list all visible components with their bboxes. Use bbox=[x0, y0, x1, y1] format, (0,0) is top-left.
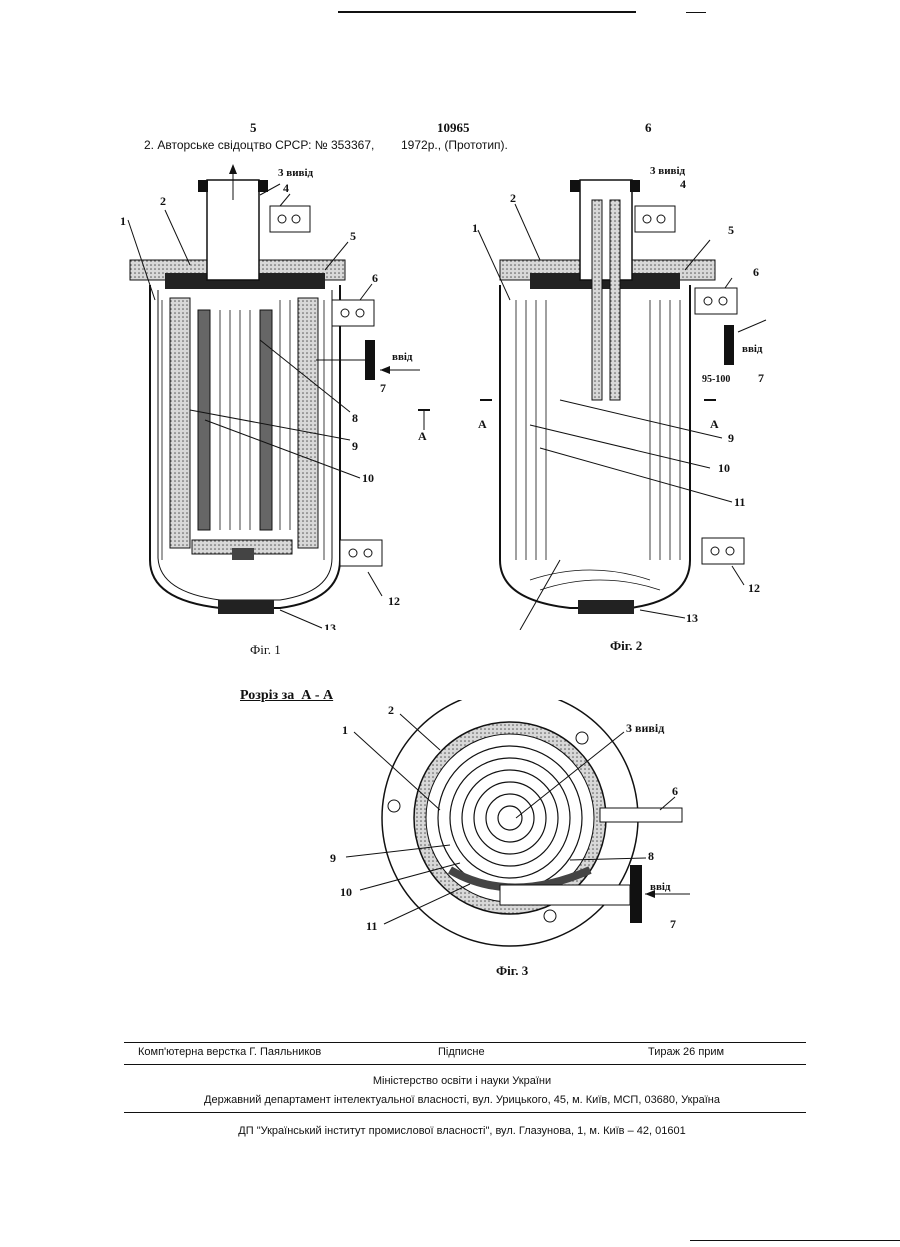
top-rule bbox=[338, 11, 636, 13]
fig2-label: 1 bbox=[472, 221, 478, 235]
fig2-label: ввід bbox=[742, 343, 763, 355]
footer-ministry: Міністерство освіти і науки України bbox=[0, 1075, 900, 1087]
fig2-label: 9 bbox=[728, 431, 734, 445]
fig3-label: 2 bbox=[388, 703, 394, 717]
fig1-label: 8 bbox=[352, 411, 358, 425]
fig3-label: 8 bbox=[648, 849, 654, 863]
fig1-label: 3 вивід bbox=[278, 167, 314, 179]
bottom-scan-rule bbox=[690, 1240, 900, 1241]
footer-layout: Комп'ютерна верстка Г. Паяльников bbox=[138, 1046, 321, 1058]
figure-2-drawing: 1 2 3 вивід 4 5 6 ввід 95-100 7 9 10 11 … bbox=[470, 160, 790, 630]
footer-rule-bottom bbox=[124, 1112, 806, 1113]
fig3-label: 7 bbox=[670, 917, 676, 931]
left-page-number: 5 bbox=[250, 120, 257, 136]
fig2-label: 3 вивід bbox=[650, 165, 686, 177]
footer-rule-top bbox=[124, 1042, 806, 1043]
fig1-caption: Фіг. 1 bbox=[250, 642, 281, 658]
fig3-label: 11 bbox=[366, 919, 377, 933]
fig1-label: 13 bbox=[324, 621, 336, 630]
fig2-label: 6 bbox=[753, 265, 759, 279]
fig1-label: 10 bbox=[362, 471, 374, 485]
figure-3-drawing: 1 2 3 вивід 6 8 9 10 11 ввід 7 bbox=[320, 700, 700, 950]
top-rule-short bbox=[686, 12, 706, 13]
fig2-label: 7 bbox=[758, 371, 764, 385]
fig2-label: 11 bbox=[734, 495, 745, 509]
fig1-label: 2 bbox=[160, 194, 166, 208]
fig1-label: 12 bbox=[388, 594, 400, 608]
fig2-label: 95-100 bbox=[702, 374, 730, 385]
fig3-label: 1 bbox=[342, 723, 348, 737]
fig1-label: 9 bbox=[352, 439, 358, 453]
figure-1-drawing: 1 2 3 вивід 4 5 6 ввід 7 8 9 10 12 13 А bbox=[110, 160, 440, 630]
right-page-number: 6 bbox=[645, 120, 652, 136]
fig3-label: 6 bbox=[672, 784, 678, 798]
fig3-label: 3 вивід bbox=[626, 721, 664, 735]
fig1-label: 7 bbox=[380, 381, 386, 395]
fig3-label: 9 bbox=[330, 851, 336, 865]
fig2-label: 2 bbox=[510, 191, 516, 205]
fig1-label: ввід bbox=[392, 351, 413, 363]
fig1-label: 6 bbox=[372, 271, 378, 285]
footer-signed: Підписне bbox=[438, 1046, 485, 1058]
fig2-label: А bbox=[478, 417, 487, 431]
footer-institute: ДП "Український інститут промислової вла… bbox=[0, 1125, 900, 1137]
fig1-label: 5 bbox=[350, 229, 356, 243]
patent-number: 10965 bbox=[437, 120, 470, 136]
fig1-label: А bbox=[418, 429, 427, 443]
fig2-label: 13 bbox=[686, 611, 698, 625]
reference-line: 2. Авторське свідоцтво СРСР: № 353367, 1… bbox=[144, 138, 508, 152]
fig2-label: 12 bbox=[748, 581, 760, 595]
fig1-label: 4 bbox=[283, 181, 289, 195]
footer-circulation: Тираж 26 прим bbox=[648, 1046, 724, 1058]
fig3-label: ввід bbox=[650, 881, 671, 893]
fig3-caption: Фіг. 3 bbox=[496, 963, 528, 979]
footer-department: Державний департамент інтелектуальної вл… bbox=[0, 1094, 900, 1106]
fig2-label: 4 bbox=[680, 177, 686, 191]
fig2-label: 10 bbox=[718, 461, 730, 475]
fig2-caption: Фіг. 2 bbox=[610, 638, 642, 654]
fig2-label: А bbox=[710, 417, 719, 431]
fig3-label: 10 bbox=[340, 885, 352, 899]
fig2-label: 5 bbox=[728, 223, 734, 237]
footer-rule-mid bbox=[124, 1064, 806, 1065]
fig1-label: 1 bbox=[120, 214, 126, 228]
